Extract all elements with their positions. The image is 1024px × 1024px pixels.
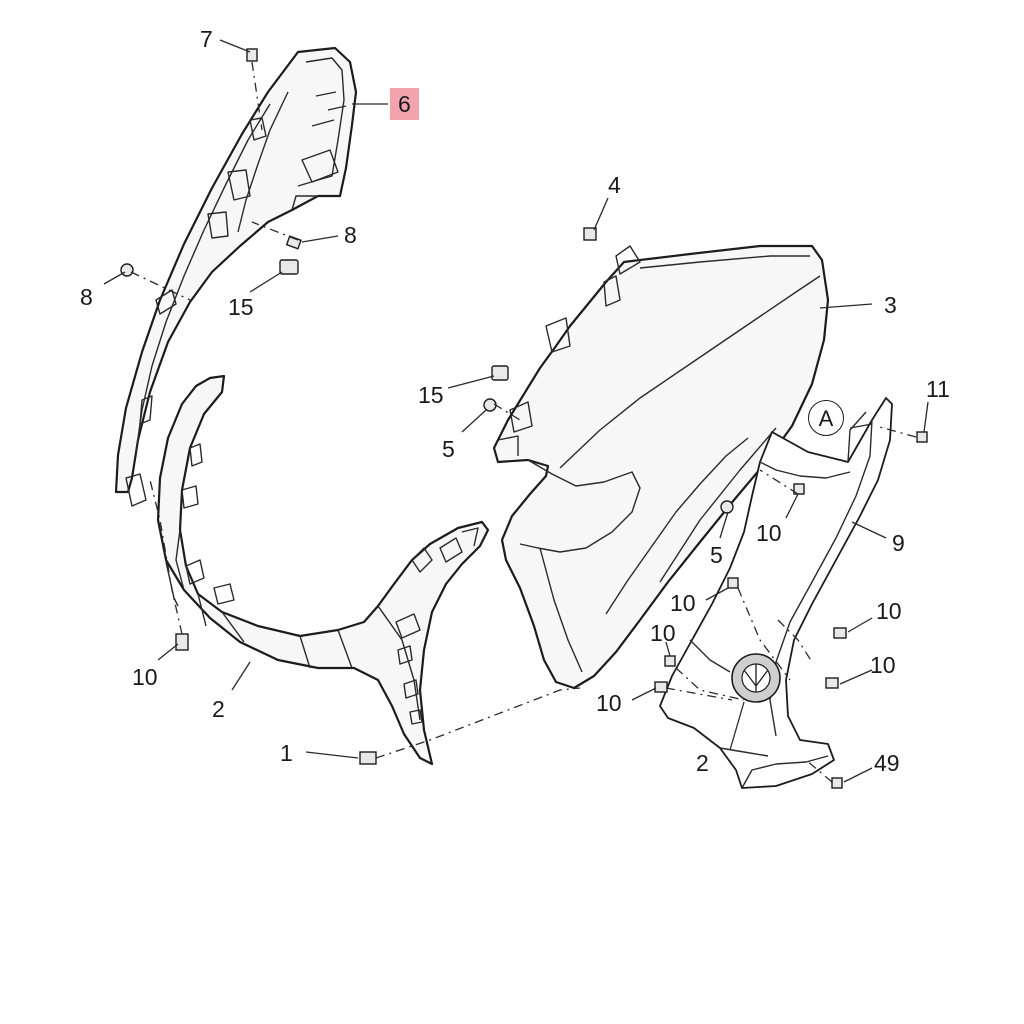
callout-49: 2 [696, 750, 709, 776]
callout-8: 8 [80, 284, 93, 310]
part-3-side-panel [492, 244, 830, 690]
callout-8: 8 [344, 222, 357, 248]
part-6-upper-cover [114, 46, 358, 507]
leader-lines [103, 39, 929, 783]
part-1-lower-panel [156, 374, 490, 766]
callout-5: 5 [442, 436, 455, 462]
callout-10: 10 [596, 690, 622, 716]
callout-10: 49 [874, 750, 900, 776]
callout-5: 5 [710, 542, 723, 568]
callout-3: 3 [884, 292, 897, 318]
callout-11: 11 [926, 376, 950, 402]
part-9-side-cover [659, 397, 893, 789]
callout-15: 15 [418, 382, 444, 408]
fasteners [120, 48, 928, 789]
callout-1: 2 [212, 696, 225, 722]
callout-10: 10 [670, 590, 696, 616]
callout-10: 10 [876, 598, 902, 624]
callout-10: 10 [650, 620, 676, 646]
callout-10: 10 [756, 520, 782, 546]
callout-4: 4 [608, 172, 621, 198]
callout-6: 6 [390, 88, 419, 120]
reference-circle-a: A [808, 400, 844, 436]
callout-15: 15 [228, 294, 254, 320]
callout-7: 7 [200, 26, 213, 52]
callout-2: 1 [280, 740, 293, 766]
callout-2: 10 [132, 664, 158, 690]
callout-9: 9 [892, 530, 905, 556]
callout-10: 10 [870, 652, 896, 678]
